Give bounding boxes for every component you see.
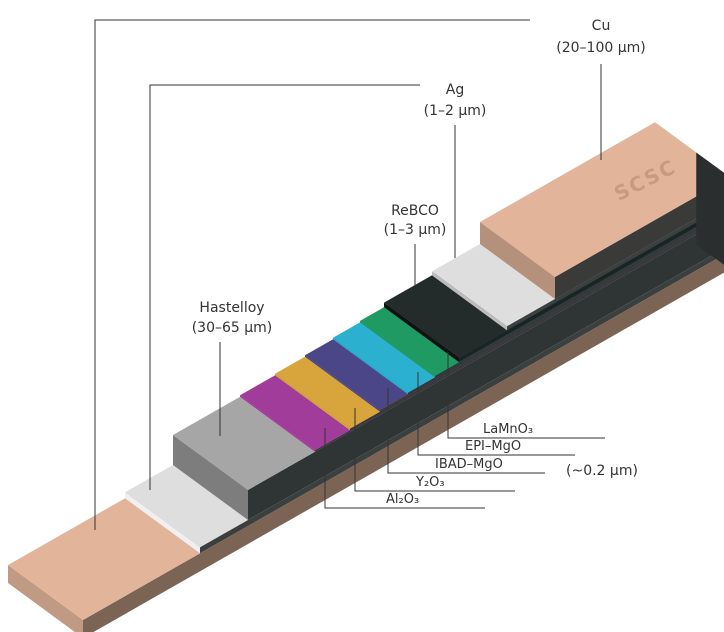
cu-thickness: (20–100 μm) (556, 40, 646, 56)
hastelloy-thickness: (30–65 μm) (191, 320, 273, 336)
rebco-thickness: (1–3 μm) (383, 222, 447, 238)
cu-label: Cu (591, 18, 611, 34)
ag-thickness: (1–2 μm) (423, 103, 487, 119)
copper-bottom-end-face (8, 565, 83, 632)
ag-label: Ag (445, 82, 465, 98)
rebco-label: ReBCO (391, 203, 439, 219)
silver-top-front-face (507, 202, 724, 331)
epi-mgo-label: EPI–MgO (465, 439, 522, 454)
lamno3-label: LaMnO₃ (483, 422, 534, 437)
buffer-thickness: (~0.2 μm) (566, 463, 638, 479)
hastelloy-label: Hastelloy (199, 300, 265, 316)
copper-top-front-face (555, 180, 724, 299)
ibad-mgo-label: IBAD–MgO (435, 457, 503, 472)
tape-right-end-face (696, 152, 724, 265)
al2o3-label: Al₂O₃ (386, 492, 420, 507)
copper-top-top-face (480, 122, 724, 277)
y2o3-label: Y₂O₃ (416, 475, 445, 490)
